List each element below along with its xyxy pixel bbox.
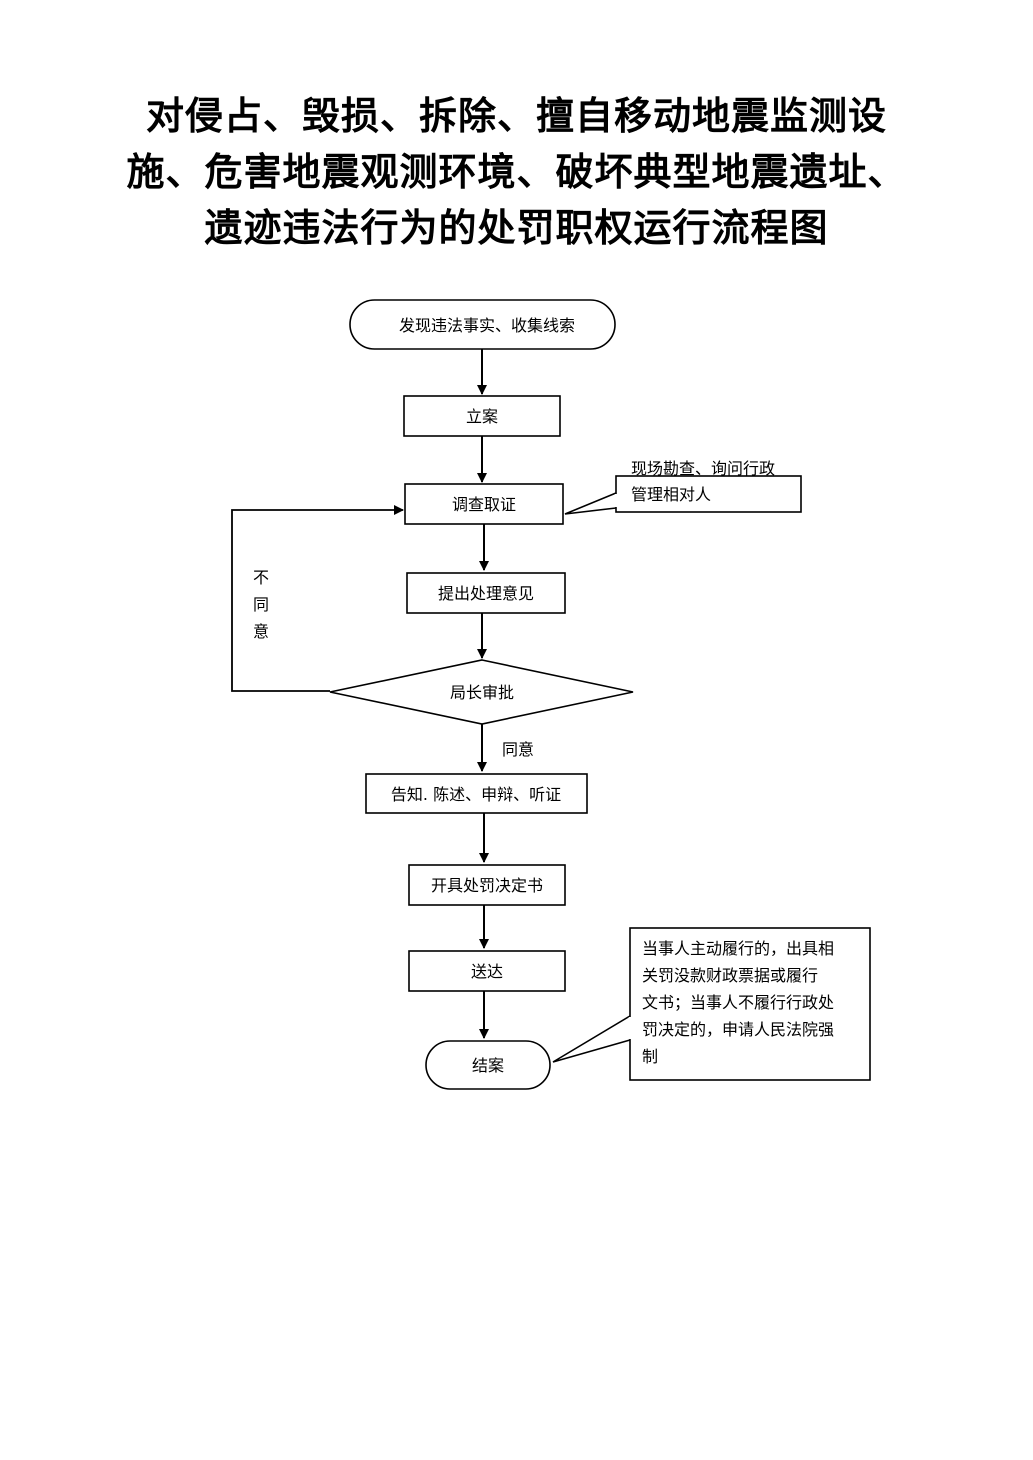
node-investigate-label: 调查取证 (452, 495, 516, 514)
disagree-label-3: 意 (253, 622, 269, 641)
title-line-3: 遗迹违法行为的处罚职权运行流程图 (204, 206, 829, 250)
node-discover: 发现违法事实、收集线索 (349, 299, 616, 350)
agree-label: 同意 (502, 740, 534, 759)
node-notify: 告知. 陈述、申辩、听证 (365, 773, 588, 814)
node-director-approval: 局长审批 (329, 659, 634, 725)
page-title: 对侵占、毁损、拆除、擅自移动地震监测设 施、危害地震观测环境、破坏典型地震遗址、… (0, 88, 1033, 256)
callout-close-line1: 当事人主动履行的，出具相 (642, 939, 834, 958)
node-issue-decision: 开具处罚决定书 (408, 864, 566, 906)
callout-investigate-line1: 现场勘查、询问行政 (631, 459, 775, 478)
callout-close-line5: 制 (642, 1047, 658, 1066)
title-line-1: 对侵占、毁损、拆除、擅自移动地震监测设 (145, 94, 887, 138)
node-file-case: 立案 (403, 395, 561, 437)
edge-approval-disagree (231, 505, 404, 692)
node-issue-decision-label: 开具处罚决定书 (431, 876, 543, 895)
callout-investigate-line2: 管理相对人 (631, 485, 711, 504)
callout-close-note: 当事人主动履行的，出具相 关罚没款财政票据或履行 文书；当事人不履行行政处 罚决… (552, 927, 871, 1081)
node-propose: 提出处理意见 (406, 572, 566, 614)
node-notify-label: 告知. 陈述、申辩、听证 (391, 785, 561, 804)
callout-investigate-note: 现场勘查、询问行政 管理相对人 (564, 459, 802, 515)
callout-close-line3: 文书；当事人不履行行政处 (642, 993, 834, 1012)
node-close-case-label: 结案 (472, 1056, 504, 1075)
node-file-case-label: 立案 (466, 407, 498, 426)
node-deliver: 送达 (408, 950, 566, 992)
callout-close-line4: 罚决定的，申请人民法院强 (642, 1020, 834, 1039)
node-close-case: 结案 (425, 1040, 551, 1090)
node-discover-label: 发现违法事实、收集线索 (399, 316, 575, 335)
node-director-approval-label: 局长审批 (450, 683, 514, 702)
callout-close-line2: 关罚没款财政票据或履行 (642, 966, 818, 985)
disagree-label-2: 同 (253, 595, 269, 614)
disagree-label-1: 不 (253, 568, 269, 587)
node-propose-label: 提出处理意见 (438, 584, 534, 603)
title-line-2: 施、危害地震观测环境、破坏典型地震遗址、 (126, 150, 907, 194)
node-deliver-label: 送达 (471, 962, 503, 981)
node-investigate: 调查取证 (404, 483, 564, 525)
